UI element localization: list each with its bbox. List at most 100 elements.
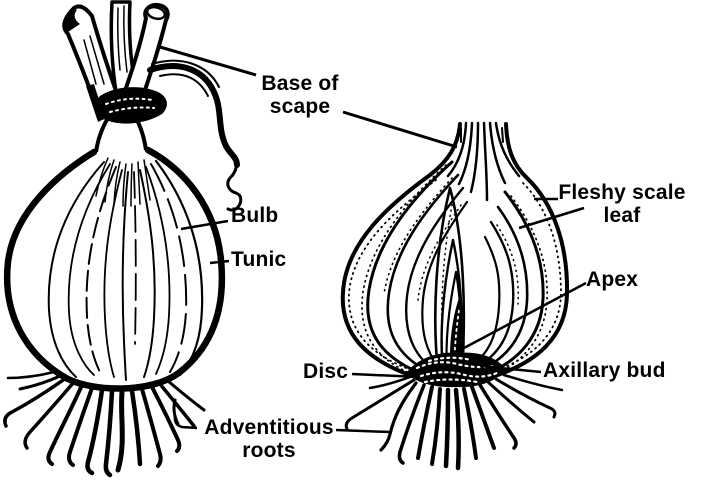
scape-cut-stems-shape (89, 35, 105, 85)
scape-cut-stems-shape (94, 116, 110, 154)
neck-striations (446, 121, 521, 202)
leader-axillary-bud (479, 364, 542, 374)
adventitious-roots-right-shape (368, 375, 412, 390)
fleshy-scale-layers-shape (421, 200, 469, 369)
onion-section-illustration (340, 121, 570, 471)
bulb-tunic-body-shape (121, 171, 129, 381)
bulb-tunic-body-shape (113, 161, 121, 205)
withered-leaf-shape (159, 73, 209, 97)
adventitious-roots-left-shape (3, 376, 68, 428)
disc-and-axillary-bud-shape (427, 356, 473, 363)
bulb-tunic-body-shape (150, 163, 188, 373)
bulb-tunic-body-shape (145, 166, 171, 375)
adventitious-roots-left-shape (166, 379, 206, 412)
leader-adventitious-left (173, 415, 198, 430)
disc-and-axillary-bud-shape (423, 378, 479, 384)
fleshy-scale-layers-shape (405, 186, 465, 371)
fleshy-scale-layers-shape (386, 173, 460, 373)
neck-striations-shape (501, 127, 504, 143)
fleshy-scale-layers-shape (493, 195, 548, 376)
scape-cut-stems-shape (117, 7, 121, 71)
disc-and-axillary-bud (407, 352, 505, 388)
bulb-tunic-body-shape (85, 166, 117, 377)
adventitious-roots-right-shape (478, 383, 518, 450)
adventitious-roots-left-shape (129, 388, 143, 467)
adventitious-roots-right-shape (430, 387, 442, 466)
adventitious-roots-left-shape (103, 388, 115, 478)
adventitious-roots-left-shape (150, 385, 182, 453)
adventitious-roots-right-shape (470, 385, 496, 450)
label-disc: Disc (303, 360, 349, 383)
adventitious-roots-left-shape (18, 374, 62, 391)
label-tunic: Tunic (231, 248, 287, 271)
neck-striations-shape (494, 121, 521, 178)
scape-cut-stems-shape (135, 118, 148, 152)
fleshy-scale-layers-shape (496, 224, 519, 305)
bulb-tunic-body-shape (143, 159, 151, 201)
bulb-tunic-body-shape (95, 157, 109, 197)
neck-striations-shape (488, 121, 507, 185)
bulb-tunic-body-shape (104, 159, 115, 203)
adventitious-roots-left-shape (85, 387, 105, 476)
label-axillary-bud: Axillary bud (543, 359, 666, 382)
withered-leaf-shape (226, 156, 243, 212)
fleshy-scale-layers-shape (434, 186, 466, 374)
neck-striations-shape (457, 121, 474, 186)
scape-cut-stems-shape (95, 87, 167, 124)
adventitious-roots-right-shape (379, 381, 418, 452)
adventitious-roots-right-shape (486, 380, 536, 424)
adventitious-roots-right-shape (453, 387, 461, 471)
withered-leaf-shape (151, 59, 220, 88)
scape-cut-stems-shape (123, 5, 128, 73)
label-base-of-scape: Base of scape (261, 72, 339, 118)
adventitious-roots-left-shape (140, 387, 163, 468)
adventitious-roots-right-shape (494, 377, 557, 419)
bulb-tunic-body-shape (3, 146, 226, 392)
adventitious-roots-right-shape (416, 385, 434, 460)
leader-base-of-scape-left (159, 45, 257, 77)
bulb-tunic-body-shape (130, 163, 133, 207)
bulb-tunic-body-shape (137, 161, 141, 205)
fleshy-scale-layers-shape (361, 164, 447, 376)
leader-bulb (180, 219, 229, 231)
adventitious-roots-right-shape (462, 387, 478, 460)
adventitious-roots-left-shape (23, 380, 76, 450)
onion-whole-illustration (3, 0, 243, 478)
bulb-tunic-body-shape (154, 159, 204, 377)
bulb-tunic-body-shape (67, 163, 111, 376)
neck-striations-shape (482, 121, 489, 202)
bulb-tunic-body-shape (47, 161, 105, 378)
bulb-tunic-body-shape (133, 171, 137, 345)
adventitious-roots-left-shape (172, 398, 180, 426)
bulb-tunic-body-shape (122, 163, 127, 207)
adventitious-roots-right-shape (502, 373, 564, 392)
section-outline-shape (493, 182, 562, 372)
leader-apex (463, 281, 587, 350)
neck-striations-shape (446, 121, 468, 178)
scape-cut-stems-shape (65, 9, 80, 32)
adventitious-roots-right-shape (397, 383, 426, 465)
leader-adventitious-right (335, 428, 391, 434)
leader-tunic (209, 259, 230, 265)
scape-cut-stems-shape (83, 39, 97, 85)
scape-cut-stems-shape (105, 97, 153, 105)
bulb-tunic-body (3, 146, 226, 392)
adventitious-roots-left (3, 370, 206, 478)
leader-disc (351, 372, 421, 379)
leader-base-of-scape-right (342, 110, 458, 149)
fleshy-scale-layers-shape (473, 220, 515, 370)
leader-fleshy-scale-leaf (518, 206, 585, 230)
withered-leaf (147, 59, 243, 212)
label-fleshy-scale-leaf: Fleshy scale leaf (558, 181, 686, 227)
scape-cut-stems (62, 0, 170, 154)
section-outline-shape (348, 179, 437, 373)
adventitious-roots-left-shape (46, 383, 84, 466)
fleshy-scale-layers-shape (366, 160, 454, 375)
fleshy-scale-layers-shape (479, 205, 529, 372)
label-apex: Apex (586, 268, 639, 291)
withered-leaf-shape (147, 63, 240, 168)
adventitious-roots-left-shape (115, 389, 125, 473)
adventitious-roots-right-shape (344, 378, 416, 431)
scape-cut-stems-shape (118, 2, 170, 112)
